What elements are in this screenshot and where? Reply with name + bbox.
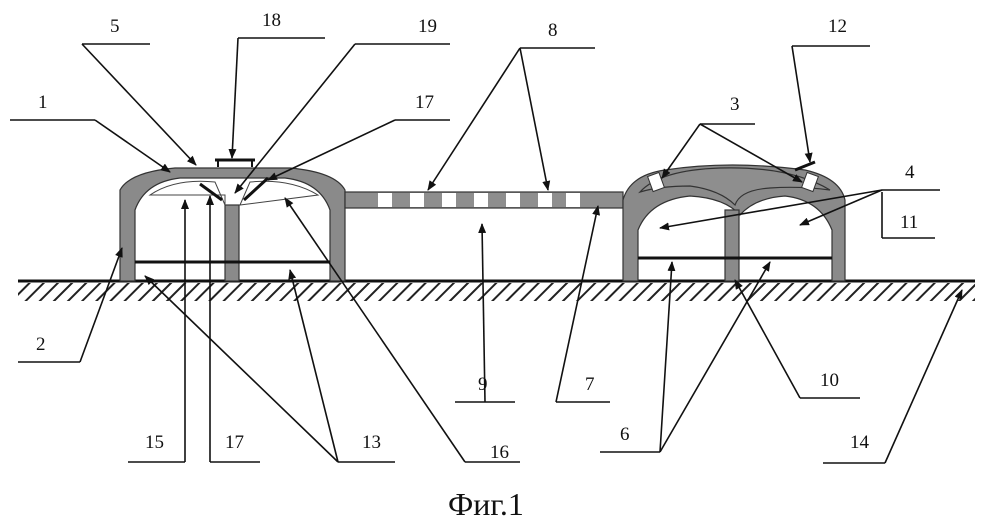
label-9: 9 [478,374,488,395]
label-13: 13 [362,432,381,453]
label-4: 4 [905,162,915,183]
part-labels: 1 5 18 19 17 8 3 12 4 11 2 15 17 13 16 9… [36,10,918,463]
label-2: 2 [36,334,46,355]
label-12: 12 [828,16,847,37]
figure-caption: Фиг.1 [448,486,524,522]
label-17-top: 17 [415,92,434,113]
label-5: 5 [110,16,120,37]
label-3: 3 [730,94,740,115]
label-17-bottom: 17 [225,432,244,453]
right-dome [623,162,845,281]
label-19: 19 [418,16,437,37]
label-7: 7 [585,374,595,395]
channel [345,192,623,208]
label-11: 11 [900,212,918,233]
left-dome [120,160,345,281]
leader-lines [10,38,962,463]
label-18: 18 [262,10,281,31]
label-15: 15 [145,432,164,453]
label-10: 10 [820,370,839,391]
label-16: 16 [490,442,509,463]
label-8: 8 [548,20,558,41]
label-1: 1 [38,92,48,113]
label-6: 6 [620,424,630,445]
label-14: 14 [850,432,870,453]
